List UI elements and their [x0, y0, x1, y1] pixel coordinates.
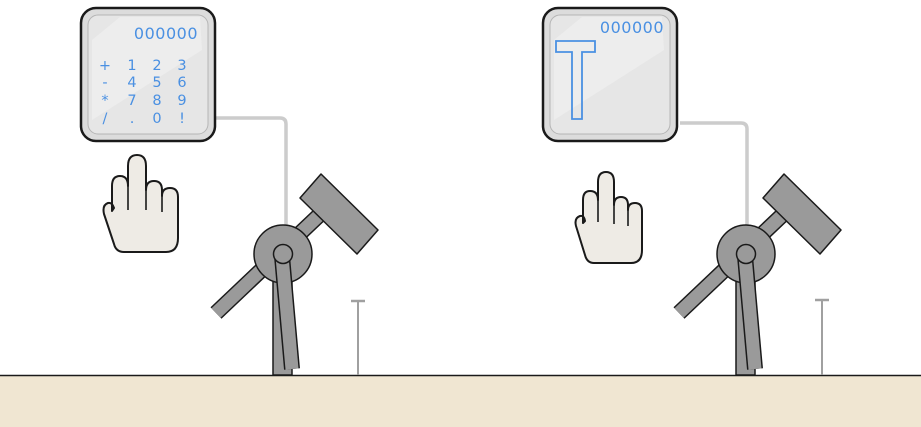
- keypad-key[interactable]: 3: [177, 58, 186, 74]
- keypad-key[interactable]: 0: [152, 111, 161, 127]
- keypad-key[interactable]: +: [99, 58, 111, 74]
- keypad-key[interactable]: .: [130, 111, 135, 127]
- keypad-key[interactable]: /: [103, 111, 108, 127]
- nail-icon: [351, 301, 365, 375]
- right-display: 000000: [600, 18, 664, 37]
- left-scene: 000000 + 1 2 3 - 4 5 6 * 7 8 9 / . 0 !: [81, 8, 378, 375]
- keypad-key[interactable]: 6: [177, 75, 186, 91]
- keypad-key[interactable]: 5: [152, 75, 161, 91]
- ground: [0, 375, 921, 427]
- pointing-hand-icon: [576, 172, 643, 263]
- keypad-key[interactable]: 7: [127, 93, 136, 109]
- keypad-key[interactable]: 4: [127, 75, 136, 91]
- keypad-key[interactable]: *: [101, 93, 108, 109]
- pointing-hand-icon: [104, 155, 179, 252]
- keypad-key[interactable]: 2: [152, 58, 161, 74]
- left-display: 000000: [134, 24, 198, 43]
- hammer-icon: [216, 174, 378, 375]
- right-control-panel: 000000: [543, 8, 677, 141]
- right-scene: 000000: [543, 8, 841, 375]
- left-control-panel: 000000 + 1 2 3 - 4 5 6 * 7 8 9 / . 0 !: [81, 8, 215, 141]
- hammer-icon: [679, 174, 841, 375]
- left-cable: [214, 118, 286, 232]
- keypad-key[interactable]: 8: [152, 93, 161, 109]
- keypad-key[interactable]: -: [102, 75, 107, 91]
- right-cable: [680, 123, 747, 232]
- keypad-key[interactable]: 1: [127, 58, 136, 74]
- keypad-key[interactable]: 9: [177, 93, 186, 109]
- keypad-key[interactable]: !: [179, 111, 185, 127]
- nail-icon: [815, 300, 829, 375]
